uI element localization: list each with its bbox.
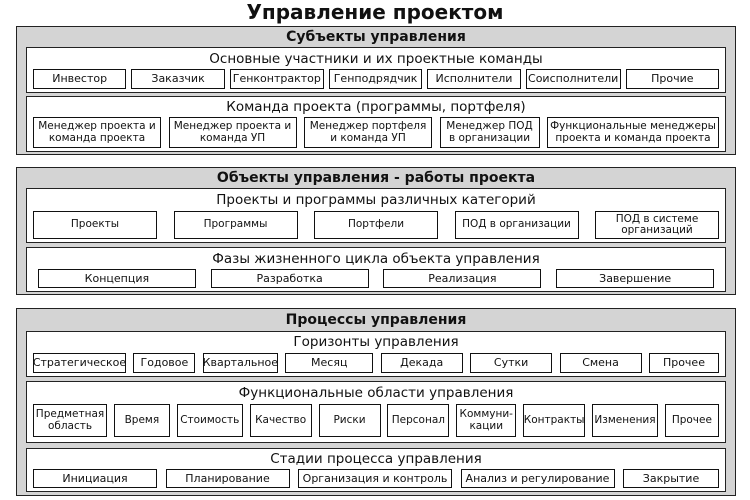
group-management-horizons: Горизонты управления Стратегическое Годо… [26, 331, 726, 377]
group-project-categories: Проекты и программы различных категорий … [26, 188, 726, 243]
group-functional-areas: Функциональные области управления Предме… [26, 381, 726, 443]
item-annual: Годовое [133, 353, 196, 373]
item-other: Прочее [648, 353, 719, 373]
item-development: Разработка [210, 269, 369, 288]
item-portfolio-manager: Менеджер портфеля и команда УП [304, 117, 432, 148]
item-portfolios: Портфели [314, 211, 438, 239]
item-pm-and-pm-team: Менеджер проекта и команда УП [168, 117, 297, 148]
item-communications: Коммуни-кации [456, 404, 517, 437]
item-analysis-regulation: Анализ и регулирование [460, 469, 615, 488]
item-quality: Качество [249, 404, 312, 437]
item-customer: Заказчик [131, 69, 225, 89]
section-objects: Объекты управления - работы проекта Прое… [16, 167, 736, 295]
group-main-participants: Основные участники и их проектные команд… [26, 47, 726, 93]
item-general-subcontractor: Генподрядчик [328, 69, 423, 89]
item-time: Время [113, 404, 170, 437]
group-title: Функциональные области управления [238, 385, 514, 401]
page-title: Управление проектом [246, 0, 504, 24]
item-implementation: Реализация [383, 269, 542, 288]
item-programs: Программы [173, 211, 298, 239]
item-initiation: Инициация [33, 469, 157, 488]
item-strategic: Стратегическое [33, 353, 126, 373]
item-risks: Риски [318, 404, 381, 437]
item-personnel: Персонал [387, 404, 450, 437]
item-performers: Исполнители [427, 69, 521, 89]
item-pod-manager: Менеджер ПОД в организации [439, 117, 540, 148]
item-scope: Предметная область [33, 404, 107, 437]
group-project-team: Команда проекта (программы, портфеля) Ме… [26, 96, 726, 152]
section-title: Субъекты управления [286, 29, 466, 45]
group-title: Команда проекта (программы, портфеля) [226, 99, 526, 115]
item-concept: Концепция [37, 269, 196, 288]
section-subjects: Субъекты управления Основные участники и… [16, 26, 736, 155]
section-processes: Процессы управления Горизонты управления… [16, 308, 736, 496]
group-title: Стадии процесса управления [270, 451, 482, 467]
item-changes: Изменения [592, 404, 658, 437]
section-title: Объекты управления - работы проекта [216, 170, 536, 186]
group-lifecycle-phases: Фазы жизненного цикла объекта управления… [26, 247, 726, 292]
item-completion: Завершение [556, 269, 715, 288]
item-pm-and-team: Менеджер проекта и команда проекта [33, 117, 161, 148]
group-process-stages: Стадии процесса управления Инициация Пла… [26, 448, 726, 492]
item-pod-in-organization: ПОД в организации [454, 211, 579, 239]
item-co-performers: Соисполнители [525, 69, 621, 89]
item-general-contractor: Генконтрактор [229, 69, 324, 89]
item-month: Месяц [285, 353, 374, 373]
item-shift: Смена [559, 353, 642, 373]
item-contracts: Контракты [523, 404, 586, 437]
item-organization-control: Организация и контроль [298, 469, 452, 488]
item-projects: Проекты [33, 211, 157, 239]
group-title: Основные участники и их проектные команд… [209, 51, 543, 67]
item-investor: Инвестор [33, 69, 127, 89]
item-others: Прочие [625, 69, 720, 89]
group-title: Фазы жизненного цикла объекта управления [212, 251, 540, 267]
item-pod-in-system: ПОД в системе организаций [595, 211, 719, 239]
item-other-area: Прочее [664, 404, 719, 437]
item-planning: Планирование [165, 469, 290, 488]
item-closing: Закрытие [623, 469, 719, 488]
item-functional-managers: Функциональные менеджеры проекта и коман… [547, 117, 719, 148]
section-title: Процессы управления [285, 312, 467, 328]
item-decade: Декада [380, 353, 463, 373]
item-cost: Стоимость [176, 404, 243, 437]
group-title: Горизонты управления [293, 334, 459, 350]
item-quarterly: Квартальное [203, 353, 278, 373]
item-day: Сутки [470, 353, 553, 373]
group-title: Проекты и программы различных категорий [216, 192, 536, 208]
